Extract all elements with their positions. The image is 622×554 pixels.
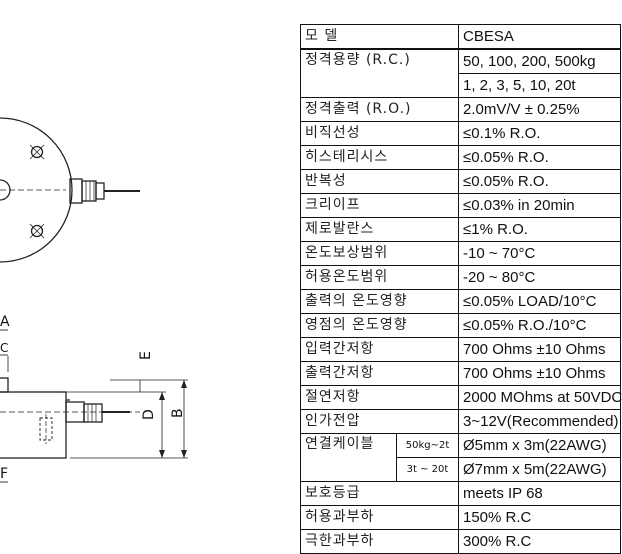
load-cell-outer-circle — [0, 117, 73, 263]
dim-label-e: E — [138, 351, 154, 360]
spec-label: 절연저항 — [300, 385, 459, 410]
spec-label: 입력간저항 — [300, 337, 459, 362]
spec-value: 700 Ohms ±10 Ohms — [458, 337, 621, 362]
spec-value: 50, 100, 200, 500kg — [458, 48, 621, 74]
mounting-hole-lower — [30, 224, 44, 238]
spec-label: 모 델 — [300, 24, 459, 50]
spec-label: 극한과부하 — [300, 529, 459, 554]
dim-label-c: C — [0, 341, 8, 355]
spec-value: 2000 MOhms at 50VDC — [458, 385, 622, 410]
spec-value: ≤0.05% LOAD/10°C — [458, 289, 621, 314]
table-row: 1, 2, 3, 5, 10, 20t — [301, 73, 621, 98]
table-row: 허용과부하 150% R.C — [300, 505, 621, 530]
spec-value: Ø7mm x 5m(22AWG) — [458, 457, 621, 482]
spec-table: 모 델 CBESA 정격용량 (R.C.) 50, 100, 200, 500k… — [300, 24, 622, 554]
load-cell-body — [0, 391, 67, 459]
spec-label: 허용온도범위 — [300, 265, 459, 290]
spec-label: 제로발란스 — [300, 217, 459, 242]
spec-label: 정격출력 (R.O.) — [300, 97, 459, 122]
spec-label: 정격용량 (R.C.) — [300, 48, 459, 98]
spec-label: 히스테리시스 — [300, 145, 459, 170]
spec-label: 출력간저항 — [300, 361, 459, 386]
table-row: 히스테리시스 ≤0.05% R.O. — [300, 145, 621, 170]
table-row: 반복성 ≤0.05% R.O. — [300, 169, 621, 194]
spec-label: 허용과부하 — [300, 505, 459, 530]
spec-value: 300% R.C — [458, 529, 621, 554]
table-row: 입력간저항 700 Ohms ±10 Ohms — [300, 337, 621, 362]
spec-value: ≤0.05% R.O. — [458, 169, 621, 194]
side-view — [0, 329, 188, 483]
table-row: 보호등급 meets IP 68 — [300, 481, 621, 506]
table-row: 비직선성 ≤0.1% R.O. — [300, 121, 621, 146]
spec-value: 2.0mV/V ± 0.25% — [458, 97, 621, 122]
spec-label: 반복성 — [300, 169, 459, 194]
spec-label: 연결케이블 — [300, 433, 397, 482]
table-row: 출력간저항 700 Ohms ±10 Ohms — [300, 361, 621, 386]
cable-range-large: 3t ~ 20t — [396, 457, 459, 482]
spec-value: ≤1% R.O. — [458, 217, 621, 242]
cable-range-small: 50kg~2t — [396, 433, 459, 458]
table-row: 제로발란스 ≤1% R.O. — [300, 217, 621, 242]
table-row: 영점의 온도영향 ≤0.05% R.O./10°C — [300, 313, 621, 338]
table-row: 허용온도범위 -20 ~ 80°C — [300, 265, 621, 290]
spec-label: 크리이프 — [300, 193, 459, 218]
dim-label-b: B — [170, 408, 186, 418]
spec-value: meets IP 68 — [458, 481, 621, 506]
spec-value: -20 ~ 80°C — [458, 265, 621, 290]
spec-value: Ø5mm x 3m(22AWG) — [458, 433, 621, 458]
spec-label: 온도보상범위 — [300, 241, 459, 266]
spec-label: 비직선성 — [300, 121, 459, 146]
spec-value: ≤0.03% in 20min — [458, 193, 621, 218]
spec-label: 인가전압 — [300, 409, 459, 434]
table-row: 크리이프 ≤0.03% in 20min — [300, 193, 621, 218]
technical-drawing: A C E D B F — [0, 117, 188, 483]
table-row: 온도보상범위 -10 ~ 70°C — [300, 241, 621, 266]
spec-value: 1, 2, 3, 5, 10, 20t — [458, 73, 621, 98]
spec-value: -10 ~ 70°C — [458, 241, 621, 266]
table-row: 절연저항 2000 MOhms at 50VDC — [300, 385, 622, 410]
spec-value: ≤0.05% R.O. — [458, 145, 621, 170]
spec-label: 영점의 온도영향 — [300, 313, 459, 338]
table-row: 극한과부하 300% R.C — [300, 529, 621, 554]
spec-value: 150% R.C — [458, 505, 621, 530]
spec-label: 보호등급 — [300, 481, 459, 506]
top-view — [0, 117, 140, 263]
table-row: 인가전압 3~12V(Recommended) — [300, 409, 621, 434]
spec-value: CBESA — [458, 24, 621, 50]
table-row: 출력의 온도영향 ≤0.05% LOAD/10°C — [300, 289, 621, 314]
dim-label-a: A — [0, 314, 10, 330]
table-row: 정격출력 (R.O.) 2.0mV/V ± 0.25% — [300, 97, 621, 122]
table-row: 정격용량 (R.C.) 50, 100, 200, 500kg — [300, 48, 621, 98]
dim-label-d: D — [141, 409, 157, 420]
spec-label: 출력의 온도영향 — [300, 289, 459, 314]
spec-value: 3~12V(Recommended) — [458, 409, 621, 434]
table-row: 모 델 CBESA — [300, 24, 621, 50]
table-row: 연결케이블 50kg~2t Ø5mm x 3m(22AWG) — [300, 433, 621, 482]
mounting-hole-upper — [30, 145, 44, 159]
dim-label-f: F — [0, 466, 8, 482]
spec-value: ≤0.05% R.O./10°C — [458, 313, 621, 338]
spec-value: 700 Ohms ±10 Ohms — [458, 361, 621, 386]
spec-value: ≤0.1% R.O. — [458, 121, 621, 146]
